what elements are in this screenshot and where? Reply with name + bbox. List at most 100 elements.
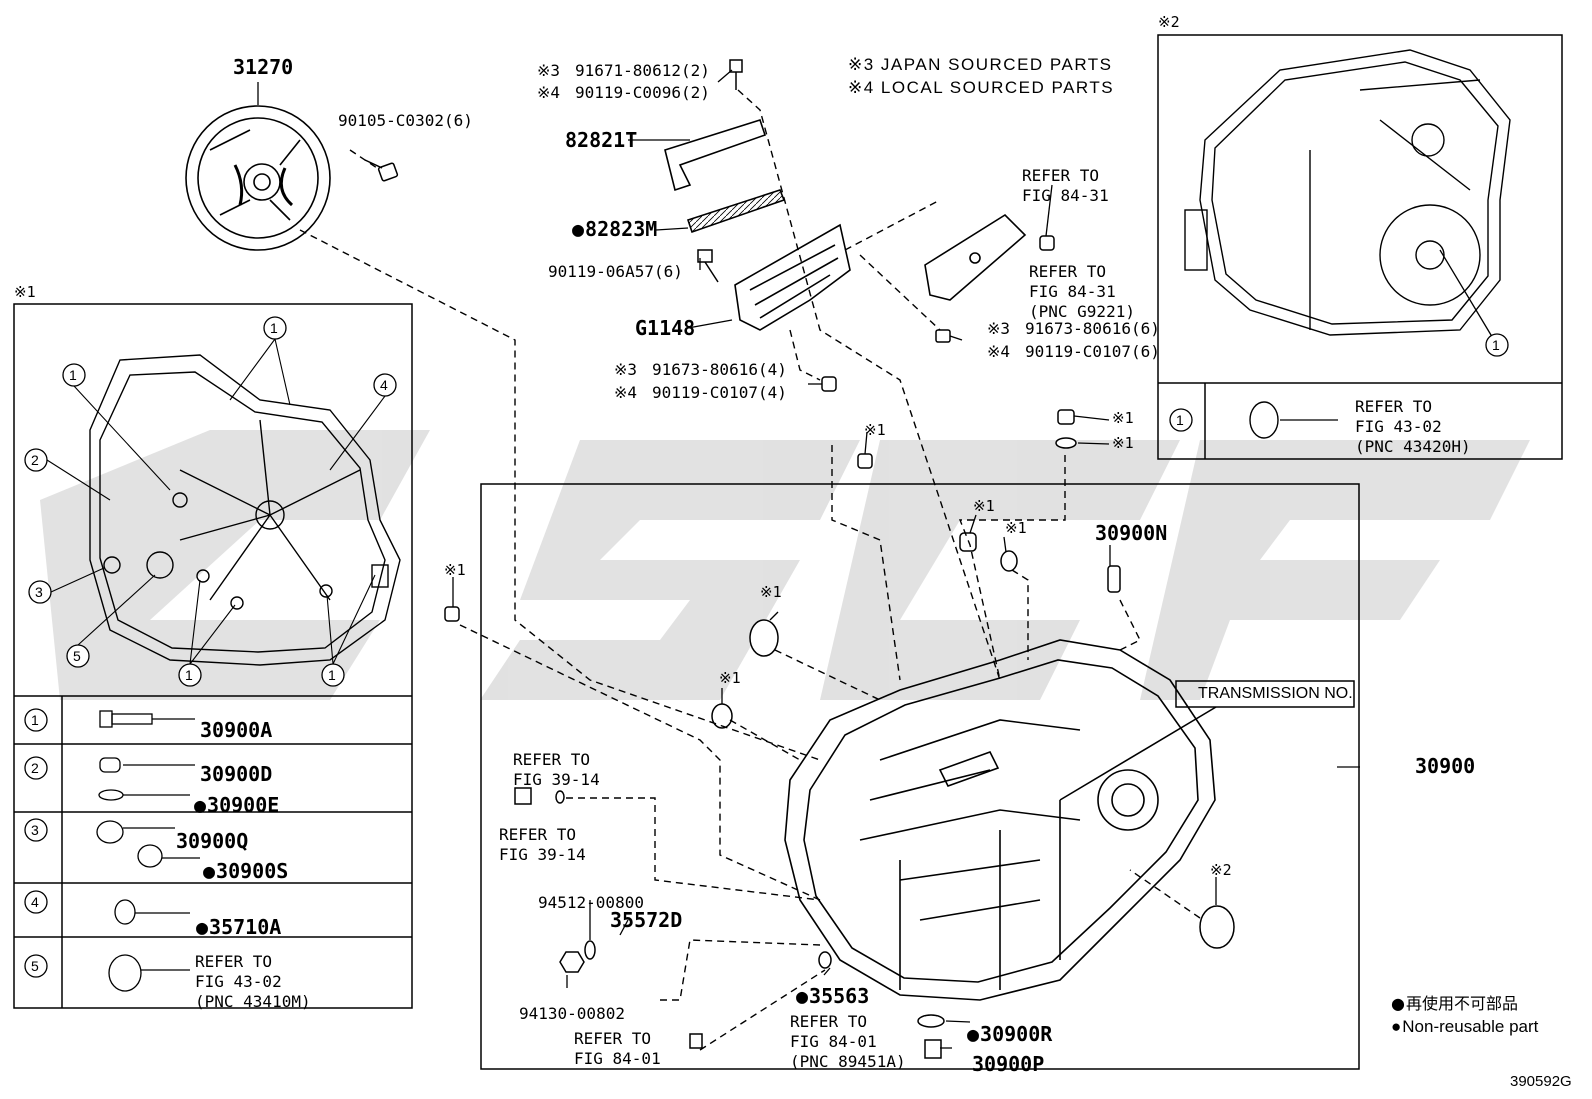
section-marker-2: ※2 [1158, 13, 1180, 31]
table-callout-3: 3 [31, 822, 39, 838]
part-31270[interactable]: 31270 [233, 55, 294, 79]
refer-fig-43-02-m-link[interactable]: FIG 43-02 [195, 972, 282, 991]
transmission-number-label: TRANSMISSION NO. [1198, 685, 1353, 702]
refer-fig-39-14-a-link[interactable]: FIG 39-14 [513, 770, 600, 789]
refer-fig-84-31-b-link[interactable]: FIG 84-31 [1029, 282, 1116, 301]
refer-fig-84-01-a-link[interactable]: FIG 84-01 [574, 1049, 661, 1068]
part-30900S[interactable]: 30900S [203, 861, 288, 881]
note-local-sourced: ※4 LOCAL SOURCED PARTS [848, 78, 1115, 97]
marker-1: ※1 [1112, 434, 1134, 452]
part-30900N[interactable]: 30900N [1095, 521, 1168, 545]
callout-3: 3 [35, 584, 43, 600]
marker-1: ※1 [760, 583, 782, 601]
refer-fig-84-31-a-link[interactable]: FIG 84-31 [1022, 186, 1109, 205]
callout-1: 1 [328, 667, 336, 683]
part-91673-80616-4[interactable]: 91673-80616(4) [652, 360, 787, 379]
cover-G9221 [924, 213, 1027, 301]
legend-non-reusable-en: Non-reusable part [1391, 1017, 1538, 1037]
table-callout-1: 1 [31, 712, 39, 728]
main-assembly-box [480, 483, 1360, 1070]
table-icons [96, 710, 200, 992]
part-30900E[interactable]: 30900E [194, 795, 279, 815]
figure-id: 390592G [1510, 1073, 1572, 1090]
part-82821T[interactable]: 82821T [565, 128, 638, 152]
gasket-82823M [686, 189, 786, 234]
leader-lines-dashed [299, 89, 1201, 1051]
part-90105-c0302[interactable]: 90105-C0302(6) [338, 111, 473, 130]
clutch-cover-31270 [185, 105, 331, 251]
marker-4: ※4 [614, 383, 638, 402]
valve-body-G1148 [734, 223, 851, 331]
part-90119-c0096[interactable]: 90119-C0096(2) [575, 83, 710, 102]
part-94130-00802[interactable]: 94130-00802 [519, 1004, 625, 1023]
refer-fig-84-01-b-link[interactable]: FIG 84-01 [790, 1032, 877, 1051]
refer-fig-43-02-h-link[interactable]: FIG 43-02 [1355, 417, 1442, 436]
table-callout-4: 4 [31, 894, 39, 910]
transmission-no-box [1175, 680, 1355, 708]
refer-fig-84-01-b-line1: REFER TO [790, 1012, 868, 1031]
marker-1: ※1 [1005, 519, 1027, 537]
transaxle-assembly-30900 [784, 639, 1217, 1001]
bolt-group [364, 59, 1235, 1059]
callout-5: 5 [73, 648, 81, 664]
marker-1: ※1 [719, 669, 741, 687]
part-35710A[interactable]: 35710A [196, 917, 281, 937]
refer-fig-84-31-a-line1: REFER TO [1022, 166, 1100, 185]
part-91671-80612[interactable]: 91671-80612(2) [575, 61, 710, 80]
part-30900A[interactable]: 30900A [200, 718, 273, 742]
part-30900D[interactable]: 30900D [200, 762, 273, 786]
refer-fig-39-14-a-line1: REFER TO [513, 750, 591, 769]
table-callout-2: 2 [31, 760, 39, 776]
part-30900P[interactable]: 30900P [972, 1052, 1045, 1076]
marker-1: ※1 [973, 497, 995, 515]
part-90119-c0107-6[interactable]: 90119-C0107(6) [1025, 342, 1160, 361]
callout-1: 1 [69, 367, 77, 383]
part-G1148[interactable]: G1148 [635, 316, 696, 340]
marker-3: ※3 [614, 360, 638, 379]
note-japan-sourced: ※3 JAPAN SOURCED PARTS [848, 55, 1113, 74]
refer-fig-43-02-h-line1: REFER TO [1355, 397, 1433, 416]
refer-fig-84-31-b-pnc: (PNC G9221) [1029, 302, 1135, 321]
part-91673-80616-6[interactable]: 91673-80616(6) [1025, 319, 1160, 338]
refer-fig-43-02-m-line1: REFER TO [195, 952, 273, 971]
transaxle-case-rear-view [1184, 49, 1511, 439]
transaxle-case-front-view [89, 354, 401, 666]
part-35563[interactable]: 35563 [796, 986, 869, 1006]
part-90119-c0107-4[interactable]: 90119-C0107(4) [652, 383, 787, 402]
leader-lines-solid [257, 69, 1498, 1049]
marker-2: ※2 [1210, 861, 1232, 879]
part-30900R[interactable]: 30900R [967, 1024, 1052, 1044]
part-90119-06a57[interactable]: 90119-06A57(6) [548, 262, 683, 281]
part-94512-00800[interactable]: 94512-00800 [538, 893, 644, 912]
table-callout-5: 5 [31, 958, 39, 974]
callout-1: 1 [185, 667, 193, 683]
part-30900Q[interactable]: 30900Q [176, 829, 249, 853]
inset-box-2 [1157, 34, 1563, 460]
marker-3: ※3 [987, 319, 1011, 338]
callout-1: 1 [1492, 337, 1500, 353]
marker-1: ※1 [1112, 409, 1134, 427]
callout-2: 2 [31, 452, 39, 468]
refer-fig-84-01-a-line1: REFER TO [574, 1029, 652, 1048]
refer-fig-84-31-b-line1: REFER TO [1029, 262, 1107, 281]
callout-1: 1 [1176, 412, 1184, 428]
marker-4: ※4 [537, 83, 561, 102]
watermark-logo [40, 430, 1530, 700]
part-82823M[interactable]: 82823M [572, 219, 657, 239]
refer-fig-43-02-h-pnc: (PNC 43420H) [1355, 437, 1471, 456]
marker-1: ※1 [864, 421, 886, 439]
section-marker-1: ※1 [14, 283, 36, 301]
marker-3: ※3 [537, 61, 561, 80]
refer-fig-39-14-b-line1: REFER TO [499, 825, 577, 844]
marker-1: ※1 [444, 561, 466, 579]
part-30900[interactable]: 30900 [1415, 754, 1476, 778]
refer-fig-39-14-b-link[interactable]: FIG 39-14 [499, 845, 586, 864]
marker-4: ※4 [987, 342, 1011, 361]
callout-1: 1 [270, 320, 278, 336]
inset-box-1 [13, 303, 413, 1009]
part-35572D[interactable]: 35572D [610, 908, 683, 932]
bracket-82821T [664, 119, 767, 192]
refer-fig-43-02-m-pnc: (PNC 43410M) [195, 992, 311, 1011]
callout-4: 4 [380, 377, 388, 393]
